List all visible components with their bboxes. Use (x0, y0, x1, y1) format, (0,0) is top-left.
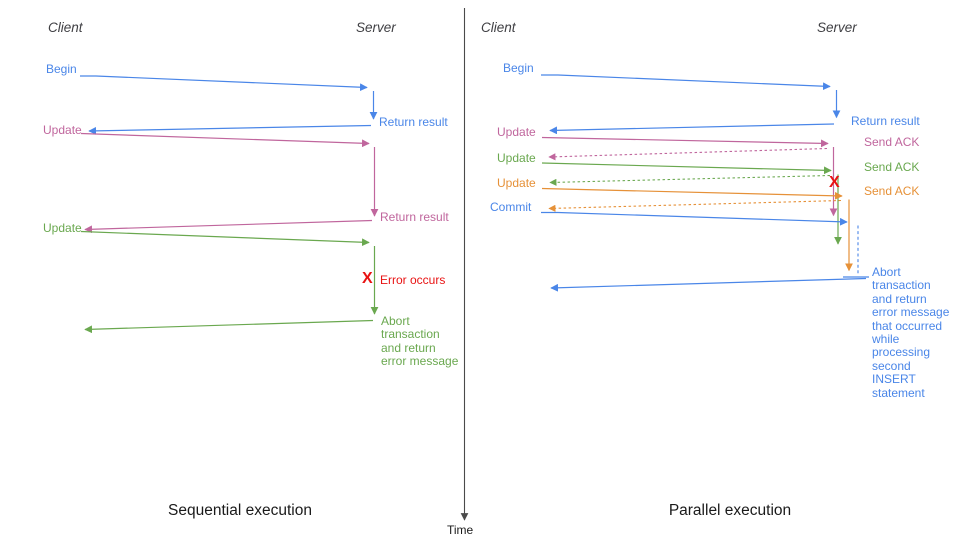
time-axis-label: Time (447, 523, 474, 537)
left-abort-line-1: Abort (381, 314, 410, 328)
seq-abort-return-arrow (84, 319, 374, 334)
par-ack1-dotted-arrow (548, 147, 828, 161)
right-update-1-label: Update (497, 125, 536, 139)
left-server-header: Server (356, 20, 396, 35)
left-client-header: Client (48, 20, 83, 35)
left-update-2-label: Update (43, 221, 82, 235)
seq-begin-request-arrow (80, 75, 368, 92)
right-abort-message: Abort transaction and return error messa… (872, 265, 950, 400)
par-update1-request-arrow (541, 136, 829, 148)
left-panel-caption: Sequential execution (168, 502, 312, 519)
seq-update1-request-arrow (80, 132, 370, 148)
right-update-3-label: Update (497, 176, 536, 190)
left-abort-line-4: error message (381, 354, 459, 369)
right-send-ack-2-label: Send ACK (864, 160, 920, 174)
right-commit-label: Commit (490, 200, 532, 214)
right-update-2-label: Update (497, 151, 536, 165)
right-error-x-icon: X (829, 174, 840, 191)
par-ack3-dotted-arrow (548, 199, 842, 212)
right-abort-line-10: statement (872, 385, 925, 400)
seq-begin-return-arrow (88, 124, 372, 135)
right-abort-line-4: error message (872, 305, 950, 320)
right-server-header: Server (817, 20, 857, 35)
seq-update2-request-arrow (80, 230, 370, 247)
right-abort-line-6: while (872, 332, 900, 347)
left-abort-message: Abort transaction and return error messa… (381, 314, 459, 369)
right-abort-line-1: Abort (872, 265, 901, 279)
par-update2-request-arrow (541, 162, 832, 175)
right-abort-line-8: second (872, 358, 911, 373)
seq-update1-return-arrow (84, 219, 373, 234)
par-commit-request-arrow (541, 211, 848, 226)
right-begin-label: Begin (503, 61, 534, 75)
right-send-ack-1-label: Send ACK (864, 135, 920, 149)
left-abort-line-2: transaction (381, 327, 440, 342)
right-abort-line-7: processing (872, 345, 931, 360)
left-error-x-icon: X (362, 270, 373, 287)
right-client-header: Client (481, 20, 516, 35)
left-begin-label: Begin (46, 62, 77, 76)
right-abort-line-3: and return (872, 291, 927, 306)
left-error-occurs-label: Error occurs (380, 273, 446, 287)
left-abort-line-3: and return (381, 340, 436, 355)
par-abort-return-arrow (550, 277, 867, 292)
par-begin-return-arrow (549, 123, 835, 135)
right-abort-line-5: that occurred (872, 318, 943, 333)
right-send-ack-3-label: Send ACK (864, 184, 920, 198)
left-update-1-label: Update (43, 123, 82, 137)
right-panel-caption: Parallel execution (668, 502, 792, 519)
right-return-result-label: Return result (851, 114, 920, 128)
par-begin-request-arrow (541, 74, 831, 91)
par-ack2-dotted-arrow (549, 174, 831, 186)
left-return-result-2-label: Return result (380, 210, 449, 224)
right-abort-line-9: INSERT (872, 372, 916, 387)
par-update3-request-arrow (541, 187, 843, 200)
right-abort-line-2: transaction (872, 278, 931, 293)
left-return-result-1-label: Return result (379, 115, 448, 129)
